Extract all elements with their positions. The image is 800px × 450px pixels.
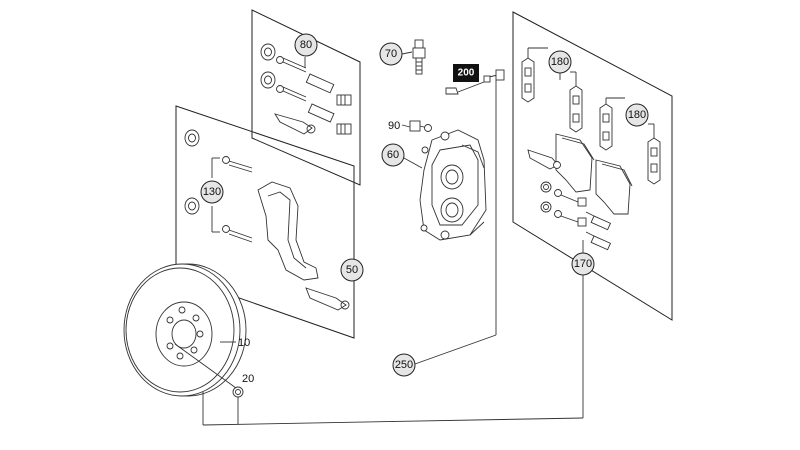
callout-50-bubble <box>340 258 364 282</box>
part-20-screw: 20 <box>232 373 254 398</box>
callout-50-label: 50 <box>346 264 358 276</box>
callout-180b-bubble <box>625 103 649 127</box>
part-200-wear-sensor: 200 <box>445 64 505 335</box>
panel-80: 80 <box>251 9 361 186</box>
panel-50: 130 50 <box>175 105 364 339</box>
part-70-bleed-screw: 70 <box>379 39 426 75</box>
callout-130-bubble <box>200 180 224 204</box>
callout-70-label: 70 <box>385 48 397 60</box>
callout-200-label: 200 <box>458 68 475 79</box>
callout-20-label: 20 <box>242 373 254 385</box>
callout-60-label: 60 <box>387 149 399 161</box>
callout-250-label: 250 <box>395 359 413 371</box>
part-60-caliper: 90 60 <box>381 120 487 241</box>
callout-80-bubble <box>294 33 318 57</box>
callout-60-bubble <box>381 143 405 167</box>
callout-180b-label: 180 <box>628 109 646 121</box>
callout-130-label: 130 <box>203 186 221 198</box>
callout-250-bubble <box>392 353 416 377</box>
callout-80-label: 80 <box>300 39 312 51</box>
callout-10-label: 10 <box>238 337 250 349</box>
callout-200-box <box>453 64 479 82</box>
kit-250-leaders <box>202 334 584 426</box>
panel-170: 180 180 <box>512 11 673 418</box>
callout-180a-label: 180 <box>551 56 569 68</box>
callout-170-label: 170 <box>574 258 592 270</box>
part-10-brake-disc: 10 <box>123 263 250 397</box>
callout-90-label: 90 <box>388 120 400 132</box>
